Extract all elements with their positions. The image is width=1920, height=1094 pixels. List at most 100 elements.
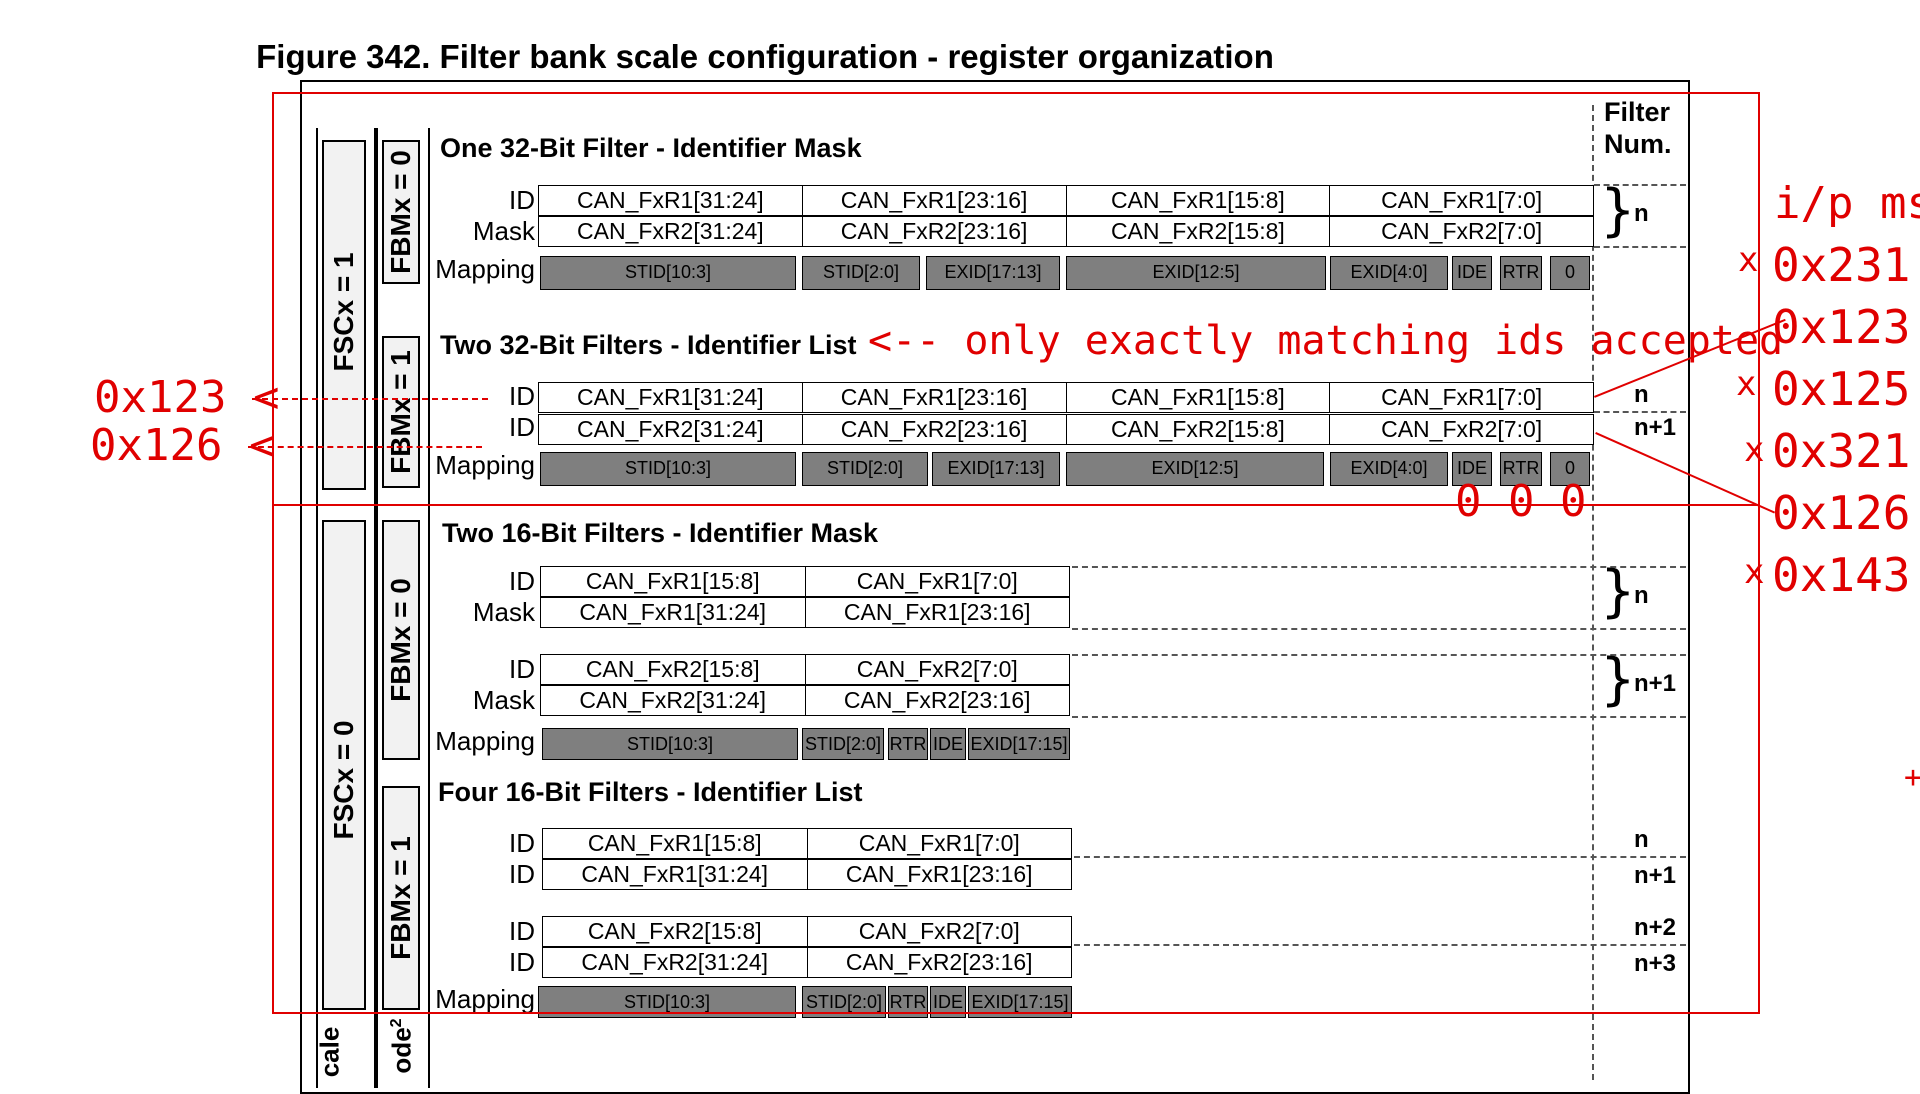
register-row-fxr2: CAN_FxR2[31:24] CAN_FxR2[23:16] CAN_FxR2…: [538, 216, 1594, 247]
side-column-scale: [316, 128, 376, 1088]
register-cell: CAN_FxR2[23:16]: [803, 415, 1067, 444]
id-label: ID: [509, 185, 535, 215]
register-row-fxr2-lo: CAN_FxR2[15:8] CAN_FxR2[7:0]: [542, 916, 1072, 947]
annotation-arrow: [252, 398, 488, 400]
register-cell: CAN_FxR1[15:8]: [541, 567, 806, 596]
fbmx0-box-1: [382, 140, 420, 284]
register-cell: CAN_FxR2[23:16]: [845, 949, 1033, 975]
map-cell: RTR: [1500, 256, 1542, 290]
map-cell: EXID[17:13]: [932, 452, 1060, 486]
register-cell: CAN_FxR2[23:16]: [803, 217, 1067, 246]
register-row-fxr1-hi: CAN_FxR1[31:24] CAN_FxR1[23:16]: [540, 597, 1070, 628]
map-cell: RTR: [1500, 452, 1542, 486]
register-cell: CAN_FxR1[7:0]: [1381, 187, 1543, 213]
annotation-left-0x126: 0x126 <: [90, 420, 276, 471]
fscx0-box: [322, 520, 366, 1010]
filter-num-divider: [1592, 105, 1594, 1080]
map-cell: IDE: [1452, 256, 1492, 290]
id-label: ID: [509, 947, 535, 977]
filter-num-n: n: [1634, 200, 1649, 227]
map-cell: 0: [1550, 452, 1590, 486]
side-column-mode: [376, 128, 430, 1088]
register-cell: CAN_FxR1[7:0]: [1381, 384, 1543, 410]
register-cell: CAN_FxR2[23:16]: [843, 687, 1031, 713]
divider: [1074, 856, 1686, 858]
section-title-one-32bit-mask: One 32-Bit Filter - Identifier Mask: [440, 133, 862, 163]
map-cell: STID[2:0]: [802, 728, 884, 760]
filter-num-n3: n+3: [1634, 950, 1677, 977]
register-cell: CAN_FxR2[31:24]: [541, 686, 806, 715]
divider: [1072, 566, 1686, 568]
annotation-msg: 0x123: [1772, 300, 1911, 354]
cross-mark-icon: x: [1736, 364, 1757, 404]
annotation-msg: 0x321: [1772, 424, 1911, 478]
register-cell: CAN_FxR1[23:16]: [803, 186, 1067, 215]
register-cell: CAN_FxR1[23:16]: [803, 383, 1067, 412]
register-row-fxr1: CAN_FxR1[31:24] CAN_FxR1[23:16] CAN_FxR1…: [538, 185, 1594, 216]
map-cell: 0: [1550, 256, 1590, 290]
map-cell: EXID[17:15]: [968, 728, 1070, 760]
register-row-fxr2-lo: CAN_FxR2[15:8] CAN_FxR2[7:0]: [540, 654, 1070, 685]
figure-title: Figure 342. Filter bank scale configurat…: [256, 38, 1274, 75]
map-cell: EXID[12:5]: [1066, 256, 1326, 290]
map-cell: IDE: [930, 728, 966, 760]
cross-mark-icon: x: [1744, 552, 1765, 592]
annotation-msg: 0x126: [1772, 486, 1911, 540]
filter-num-n: n: [1634, 582, 1649, 609]
divider: [1594, 411, 1686, 413]
brace: }: [1600, 647, 1636, 712]
register-cell: CAN_FxR1[15:8]: [543, 829, 808, 858]
register-cell: CAN_FxR1[31:24]: [543, 860, 808, 889]
brace: }: [1600, 559, 1636, 624]
register-cell: CAN_FxR2[7:0]: [858, 918, 1020, 944]
divider: [1594, 184, 1686, 186]
id-label: ID: [509, 828, 535, 858]
register-cell: CAN_FxR1[15:8]: [1067, 186, 1331, 215]
register-row-fxr2-hi: CAN_FxR2[31:24] CAN_FxR2[23:16]: [540, 685, 1070, 716]
filter-num-n1: n+1: [1634, 414, 1677, 441]
register-row-fxr2: CAN_FxR2[31:24] CAN_FxR2[23:16] CAN_FxR2…: [538, 414, 1594, 445]
register-cell: CAN_FxR2[7:0]: [1381, 416, 1543, 442]
register-row-fxr1-lo: CAN_FxR1[15:8] CAN_FxR1[7:0]: [540, 566, 1070, 597]
register-cell: CAN_FxR2[15:8]: [1067, 415, 1331, 444]
map-cell: RTR: [888, 728, 928, 760]
register-cell: CAN_FxR2[31:24]: [539, 415, 803, 444]
divider: [1072, 654, 1686, 656]
mapping-label: Mapping: [435, 726, 535, 756]
filter-num-n: n: [1634, 381, 1649, 408]
register-cell: CAN_FxR1[31:24]: [539, 186, 803, 215]
annotation-zero: 0: [1455, 476, 1482, 527]
mode-label-cut: ode2: [386, 1018, 417, 1074]
fbmx1-box-2: [382, 786, 420, 1010]
annotation-arrow: [248, 446, 482, 448]
register-cell: CAN_FxR1[23:16]: [845, 861, 1033, 887]
id-label: ID: [509, 654, 535, 684]
cross-mark-icon: x: [1738, 240, 1759, 280]
brace: }: [1600, 178, 1636, 243]
register-cell: CAN_FxR2[15:8]: [543, 917, 808, 946]
register-cell: CAN_FxR2[15:8]: [541, 655, 806, 684]
register-row-fxr1: CAN_FxR1[31:24] CAN_FxR1[23:16] CAN_FxR1…: [538, 382, 1594, 413]
register-cell: CAN_FxR2[7:0]: [856, 656, 1018, 682]
register-cell: CAN_FxR1[31:24]: [541, 598, 806, 627]
filter-num-n1: n+1: [1634, 862, 1677, 889]
register-cell: CAN_FxR2[31:24]: [543, 948, 808, 977]
annotation-note: <-- only exactly matching ids accepted: [868, 318, 1784, 364]
map-cell: STID[10:3]: [540, 256, 796, 290]
map-cell: EXID[4:0]: [1330, 256, 1448, 290]
id-label: ID: [509, 859, 535, 889]
register-cell: CAN_FxR2[15:8]: [1067, 217, 1331, 246]
map-cell: STID[2:0]: [802, 452, 928, 486]
annotation-zero: 0: [1508, 476, 1535, 527]
annotation-msgs-title: i/p msg: [1774, 178, 1920, 229]
scale-label-cut: cale: [314, 1026, 345, 1078]
filter-num-n1: n+1: [1634, 670, 1677, 697]
map-cell: EXID[17:13]: [926, 256, 1060, 290]
register-cell: CAN_FxR1[7:0]: [856, 568, 1018, 594]
register-cell: CAN_FxR2[31:24]: [539, 217, 803, 246]
section-title-two-16bit-mask: Two 16-Bit Filters - Identifier Mask: [442, 518, 879, 548]
register-row-fxr2-hi: CAN_FxR2[31:24] CAN_FxR2[23:16]: [542, 947, 1072, 978]
annotation-left-0x123: 0x123 <: [94, 372, 280, 423]
register-row-fxr1-hi: CAN_FxR1[31:24] CAN_FxR1[23:16]: [542, 859, 1072, 890]
filter-num-header: Filter Num.: [1604, 97, 1672, 159]
